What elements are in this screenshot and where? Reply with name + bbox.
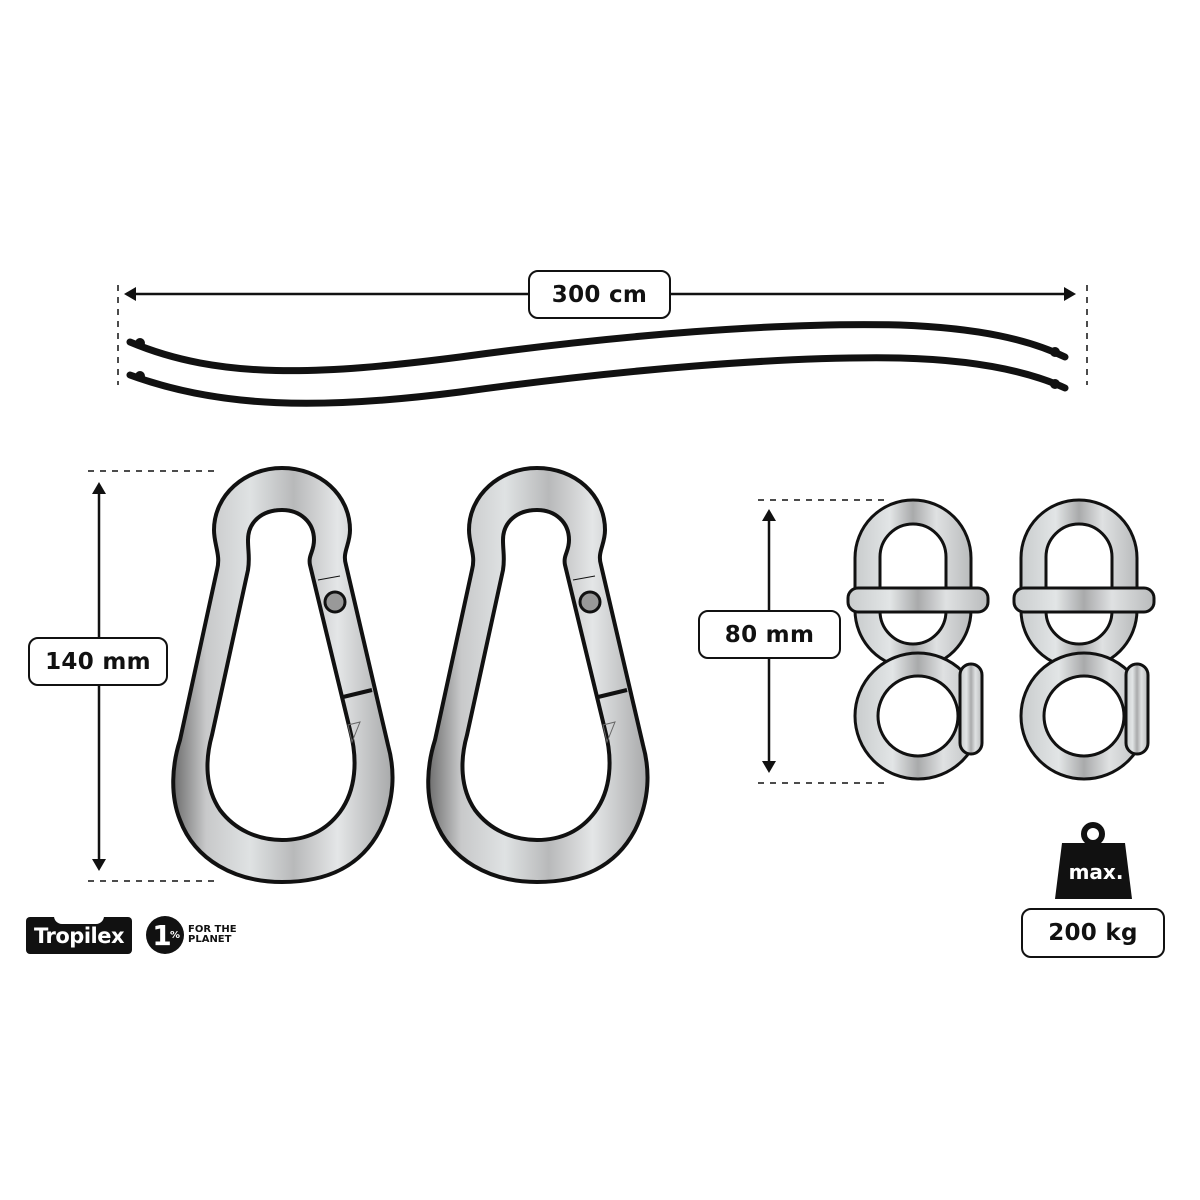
planet-number: 1 bbox=[152, 918, 172, 952]
carabiner-2 bbox=[426, 465, 650, 885]
weight-icon-text: max. bbox=[1068, 860, 1124, 884]
rope-length-label: 300 cm bbox=[528, 270, 671, 319]
max-load-label: 200 kg bbox=[1021, 908, 1165, 958]
planet-line1: FOR THE bbox=[188, 924, 237, 935]
tropilex-logo-text: Tropilex bbox=[33, 923, 125, 948]
swivel-2 bbox=[1012, 498, 1156, 781]
carabiner-1 bbox=[171, 465, 395, 885]
one-percent-for-the-planet-logo: 1 % FOR THE PLANET bbox=[146, 915, 237, 955]
ropes bbox=[126, 321, 1069, 407]
swivel-1 bbox=[846, 498, 990, 781]
planet-percent: % bbox=[169, 930, 180, 941]
planet-line2: PLANET bbox=[188, 934, 232, 945]
planet-circle-icon: 1 % bbox=[146, 916, 184, 954]
swivel-length-label: 80 mm bbox=[698, 610, 841, 659]
carabiner-length-label: 140 mm bbox=[28, 637, 168, 686]
weight-icon bbox=[1055, 822, 1132, 899]
tropilex-logo: Tropilex bbox=[26, 916, 132, 954]
